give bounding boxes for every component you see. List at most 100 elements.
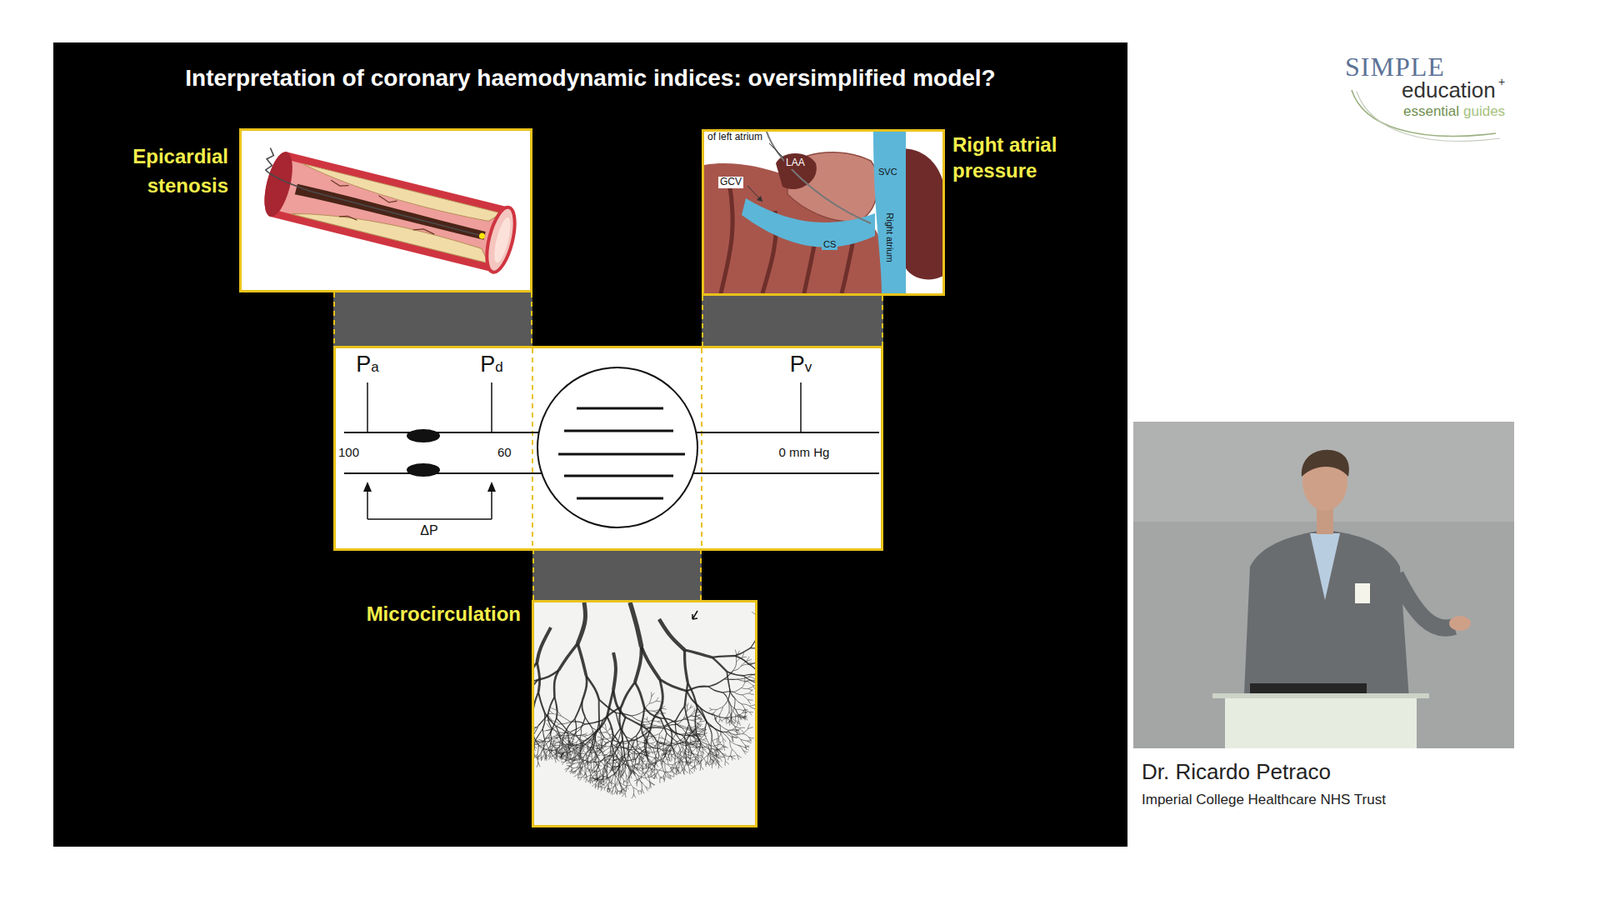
vessel [586, 779, 590, 783]
vessel [668, 756, 670, 762]
vessel [629, 775, 630, 779]
vessel [614, 760, 619, 765]
vessel [659, 755, 665, 764]
vessel [741, 682, 745, 688]
vessel [654, 770, 655, 775]
vessel [625, 785, 631, 787]
vessel [650, 747, 654, 755]
vessel [749, 705, 755, 706]
vessel [675, 768, 680, 771]
vessel [640, 782, 643, 790]
projection-band [701, 295, 884, 346]
vessel [737, 679, 747, 681]
vessel [716, 740, 719, 749]
vessel [695, 740, 701, 742]
projection-band [532, 550, 702, 600]
vessel [534, 692, 539, 716]
vessel [618, 752, 622, 759]
vessel [742, 695, 749, 700]
vessel [625, 780, 630, 788]
vessel [605, 723, 606, 730]
pressure-probe [800, 382, 802, 433]
video-wall [1133, 421, 1515, 522]
vessel [645, 728, 657, 742]
vessel [665, 763, 666, 771]
vessel [716, 760, 720, 765]
vessel [585, 772, 587, 776]
vessel [722, 753, 727, 755]
vessel [659, 725, 665, 735]
vessel [570, 750, 571, 756]
vessel [598, 745, 604, 752]
vessel [545, 755, 548, 759]
vessel [754, 681, 755, 690]
vessel [730, 715, 732, 721]
vessel [546, 729, 554, 731]
vessel [718, 740, 723, 746]
vessel [635, 767, 640, 770]
vessel [612, 784, 615, 790]
vessel [561, 762, 565, 765]
vessel [750, 647, 755, 650]
vessel [651, 693, 655, 698]
vessel [607, 716, 614, 735]
vessel [733, 734, 741, 740]
vessel [741, 656, 747, 659]
vessel [696, 716, 701, 719]
vessel [565, 759, 566, 763]
vessel [740, 716, 742, 720]
vessel [671, 755, 676, 760]
vessel [741, 687, 749, 689]
vessel [667, 754, 673, 755]
vessel [566, 733, 575, 737]
logo-word: education [1401, 78, 1496, 104]
vessel [705, 761, 707, 767]
vessel [658, 734, 660, 741]
vessel [630, 750, 636, 755]
vessel [700, 720, 705, 722]
vessel [574, 751, 580, 758]
section-heading: Right atrial pressure [952, 131, 1086, 184]
vessel [723, 755, 730, 757]
vessel [700, 750, 702, 756]
vessel [648, 725, 656, 728]
vessel [686, 743, 690, 749]
vessel [534, 725, 539, 730]
vessel [650, 758, 655, 763]
vessel [597, 739, 604, 742]
vessel [536, 761, 539, 768]
slide-title: Interpretation of coronary haemodynamic … [53, 65, 1128, 92]
vessel [740, 664, 748, 666]
vessel [714, 755, 719, 760]
band-edge-dash [532, 550, 535, 600]
vessel [697, 723, 699, 728]
vessel [576, 767, 580, 771]
vessel [628, 770, 630, 781]
vessel [660, 747, 666, 750]
vessel [688, 749, 690, 754]
model-box: PaPdPv100600 mm HgΔP [333, 345, 884, 551]
vessel [720, 733, 724, 739]
vessel [538, 692, 545, 714]
vessel [572, 750, 577, 755]
vessel [566, 760, 570, 763]
vessel [645, 751, 649, 754]
vessel [589, 770, 590, 774]
vessel [604, 746, 610, 751]
vessel [722, 692, 729, 704]
vessel [576, 735, 585, 737]
vessel [555, 704, 557, 711]
vessel [647, 756, 651, 763]
vessel [621, 717, 626, 740]
vessel [683, 762, 686, 770]
microvascular-bed [537, 367, 698, 528]
vessel [749, 689, 753, 694]
vessel [624, 756, 630, 770]
vessel [714, 717, 718, 720]
vessel [716, 750, 722, 754]
vessel [730, 740, 733, 750]
vessel [700, 717, 701, 722]
vessel [612, 746, 617, 748]
vessel [746, 659, 753, 662]
